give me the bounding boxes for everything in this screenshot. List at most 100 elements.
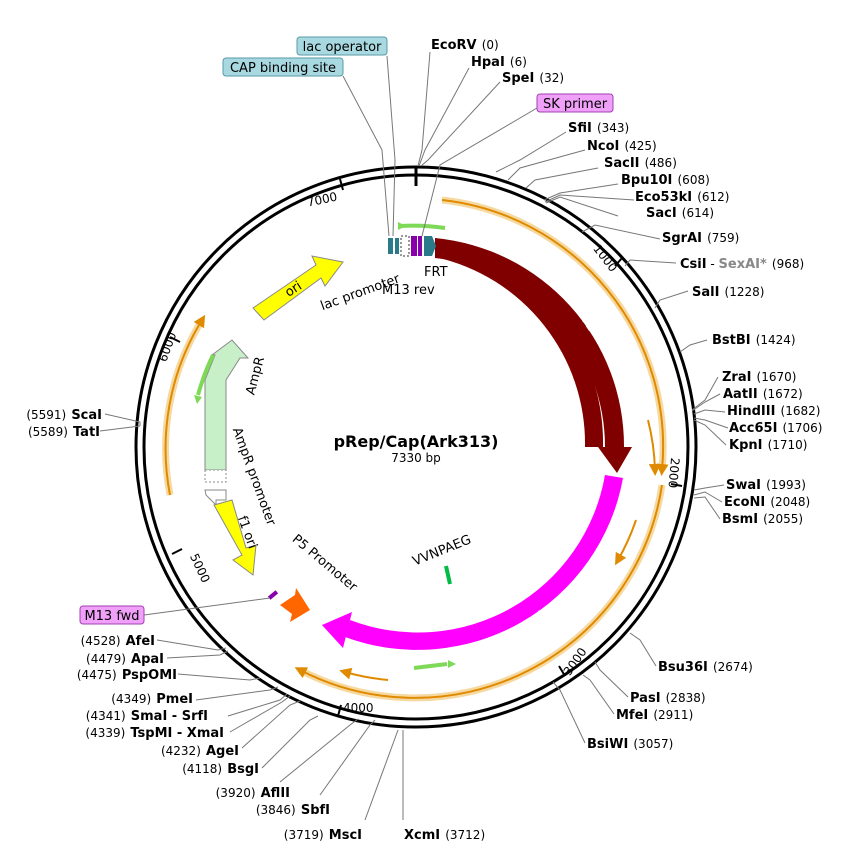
tick-label-5000: 5000	[187, 551, 213, 585]
tick-4000	[337, 704, 342, 717]
site-sacii: SacII (486)	[604, 152, 677, 171]
site-bpu10i: Bpu10I (608)	[621, 169, 710, 188]
primer-arrow-top	[399, 223, 446, 230]
site-eco53ki: Eco53kI (612)	[635, 186, 729, 205]
primer-arrow-left	[196, 354, 215, 396]
tick-label-2000: 2000	[665, 457, 682, 489]
primer-arrow-left-head	[194, 395, 202, 404]
plasmid-size: 7330 bp	[391, 451, 441, 465]
tick-1000	[614, 257, 623, 267]
sites-right: EcoRV (0) HpaI (6) SpeI (32) SfiI (343) …	[404, 34, 822, 843]
m13-fwd-mark	[267, 590, 279, 600]
site-smai: (4341) SmaI - SrfI	[86, 705, 208, 724]
box-label-m13-fwd: M13 fwd	[84, 609, 139, 624]
box-label-cap-binding: CAP binding site	[230, 61, 336, 76]
tick-2000	[670, 483, 683, 487]
sites-left: (3719) MscI (3846) SbfI (3920) AflII (41…	[26, 404, 362, 843]
orf-inner-2	[615, 519, 637, 566]
site-csii: CsiI - SexAI* (968)	[680, 253, 804, 272]
site-pmei: (4349) PmeI	[111, 688, 193, 707]
tick-3000	[558, 665, 566, 677]
rep-aav2-body	[435, 238, 625, 447]
feature-label-p5: P5 Promoter	[289, 532, 360, 595]
rep-aav2-head	[598, 447, 632, 473]
site-swai: SwaI (1993)	[726, 474, 806, 493]
site-sgrai: SgrAI (759)	[662, 227, 739, 246]
tick-7000	[339, 178, 344, 191]
box-cap-binding	[222, 57, 344, 77]
orf-cap	[294, 484, 663, 699]
site-bsgi: (4118) BsgI	[182, 758, 259, 777]
primer-arrow-bottom-head	[448, 660, 456, 668]
site-bsiwi: BsiWI (3057)	[587, 733, 673, 752]
orf-inner-1	[647, 419, 661, 476]
feature-label-frt: FRT	[424, 265, 448, 280]
leader-lines	[99, 51, 729, 821]
site-sfii: SfiI (343)	[568, 117, 629, 136]
tick-6000	[169, 336, 181, 343]
site-spei: SpeI (32)	[502, 67, 564, 86]
site-saci: SacI (614)	[646, 202, 714, 221]
lac-promoter-mark	[400, 235, 410, 257]
site-acc65i: Acc65I (1706)	[729, 417, 822, 436]
tick-label-7000: 7000	[306, 190, 339, 210]
site-pasi: PasI (2838)	[630, 687, 706, 706]
site-afei: (4528) AfeI	[81, 630, 155, 649]
site-xcmi: XcmI (3712)	[404, 824, 485, 843]
site-ncoi: NcoI (425)	[587, 135, 657, 154]
feature-label-ampr: AmpR	[243, 355, 268, 396]
site-zrai: ZraI (1670)	[722, 366, 796, 385]
site-tspmi: (4339) TspMI - XmaI	[85, 722, 224, 741]
box-label-lac-operator: lac operator	[303, 40, 382, 55]
ori-arrow	[252, 255, 344, 321]
site-aatii: AatII (1672)	[723, 383, 803, 402]
vvnpaeg-mark	[444, 565, 452, 585]
site-apai: (4479) ApaI	[86, 648, 164, 667]
scale-ticks	[169, 178, 683, 717]
ampr-promoter-box	[204, 469, 227, 483]
site-scai: (5591) ScaI	[26, 404, 102, 423]
site-econi: EcoNI (2048)	[724, 491, 810, 510]
feature-label-vvnpaeg: VVNPAEG	[411, 532, 474, 569]
site-pspomi: (4475) PspOMI	[77, 664, 177, 683]
tick-label-1000: 1000	[590, 242, 620, 275]
orf-rep	[441, 199, 669, 476]
ampr-arrow	[204, 339, 250, 471]
orf-arcs	[162, 196, 669, 702]
tick-label-4000: 4000	[343, 701, 374, 715]
box-label-sk-primer: SK primer	[543, 97, 608, 112]
tick-5000	[171, 548, 183, 555]
site-msci: (3719) MscI	[284, 824, 362, 843]
site-sali: SalI (1228)	[692, 281, 764, 300]
site-hpai: HpaI (6)	[471, 51, 527, 70]
site-bstbi: BstBI (1424)	[712, 329, 796, 348]
plasmid-name: pRep/Cap(Ark313)	[334, 432, 499, 451]
site-bsmi: BsmI (2055)	[722, 508, 803, 527]
frt-arrow	[424, 236, 436, 256]
primer-arrow-bottom	[413, 662, 448, 670]
site-aflii: (3920) AflII	[216, 782, 290, 801]
lac-operator-mark	[388, 238, 393, 254]
cap-site-mark	[395, 238, 399, 254]
primer-arrow-top-head	[398, 222, 406, 230]
site-hindiii: HindIII (1682)	[727, 400, 820, 419]
site-tati: (5589) TatI	[28, 421, 100, 440]
site-ecorv: EcoRV (0)	[431, 34, 499, 53]
cap-arrow-body	[345, 475, 623, 650]
m13-rev-mark	[411, 236, 417, 256]
orf-inner-3	[339, 667, 389, 681]
site-kpni: KpnI (1710)	[729, 434, 807, 453]
ampr-promoter-arrow	[204, 489, 227, 507]
p5-promoter-arrow	[280, 588, 310, 622]
box-sk-primer	[536, 93, 614, 113]
site-bsu36i: Bsu36I (2674)	[658, 656, 753, 675]
cap-arrow-head	[322, 612, 352, 648]
sk-primer-mark	[418, 236, 422, 256]
box-lac-operator	[296, 36, 388, 56]
feature-label-m13-rev: M13 rev	[382, 283, 435, 298]
site-agei: (4232) AgeI	[161, 740, 239, 759]
site-mfei: MfeI (2911)	[616, 704, 693, 723]
site-sbfi: (3846) SbfI	[256, 799, 330, 818]
orf-left	[164, 314, 206, 496]
